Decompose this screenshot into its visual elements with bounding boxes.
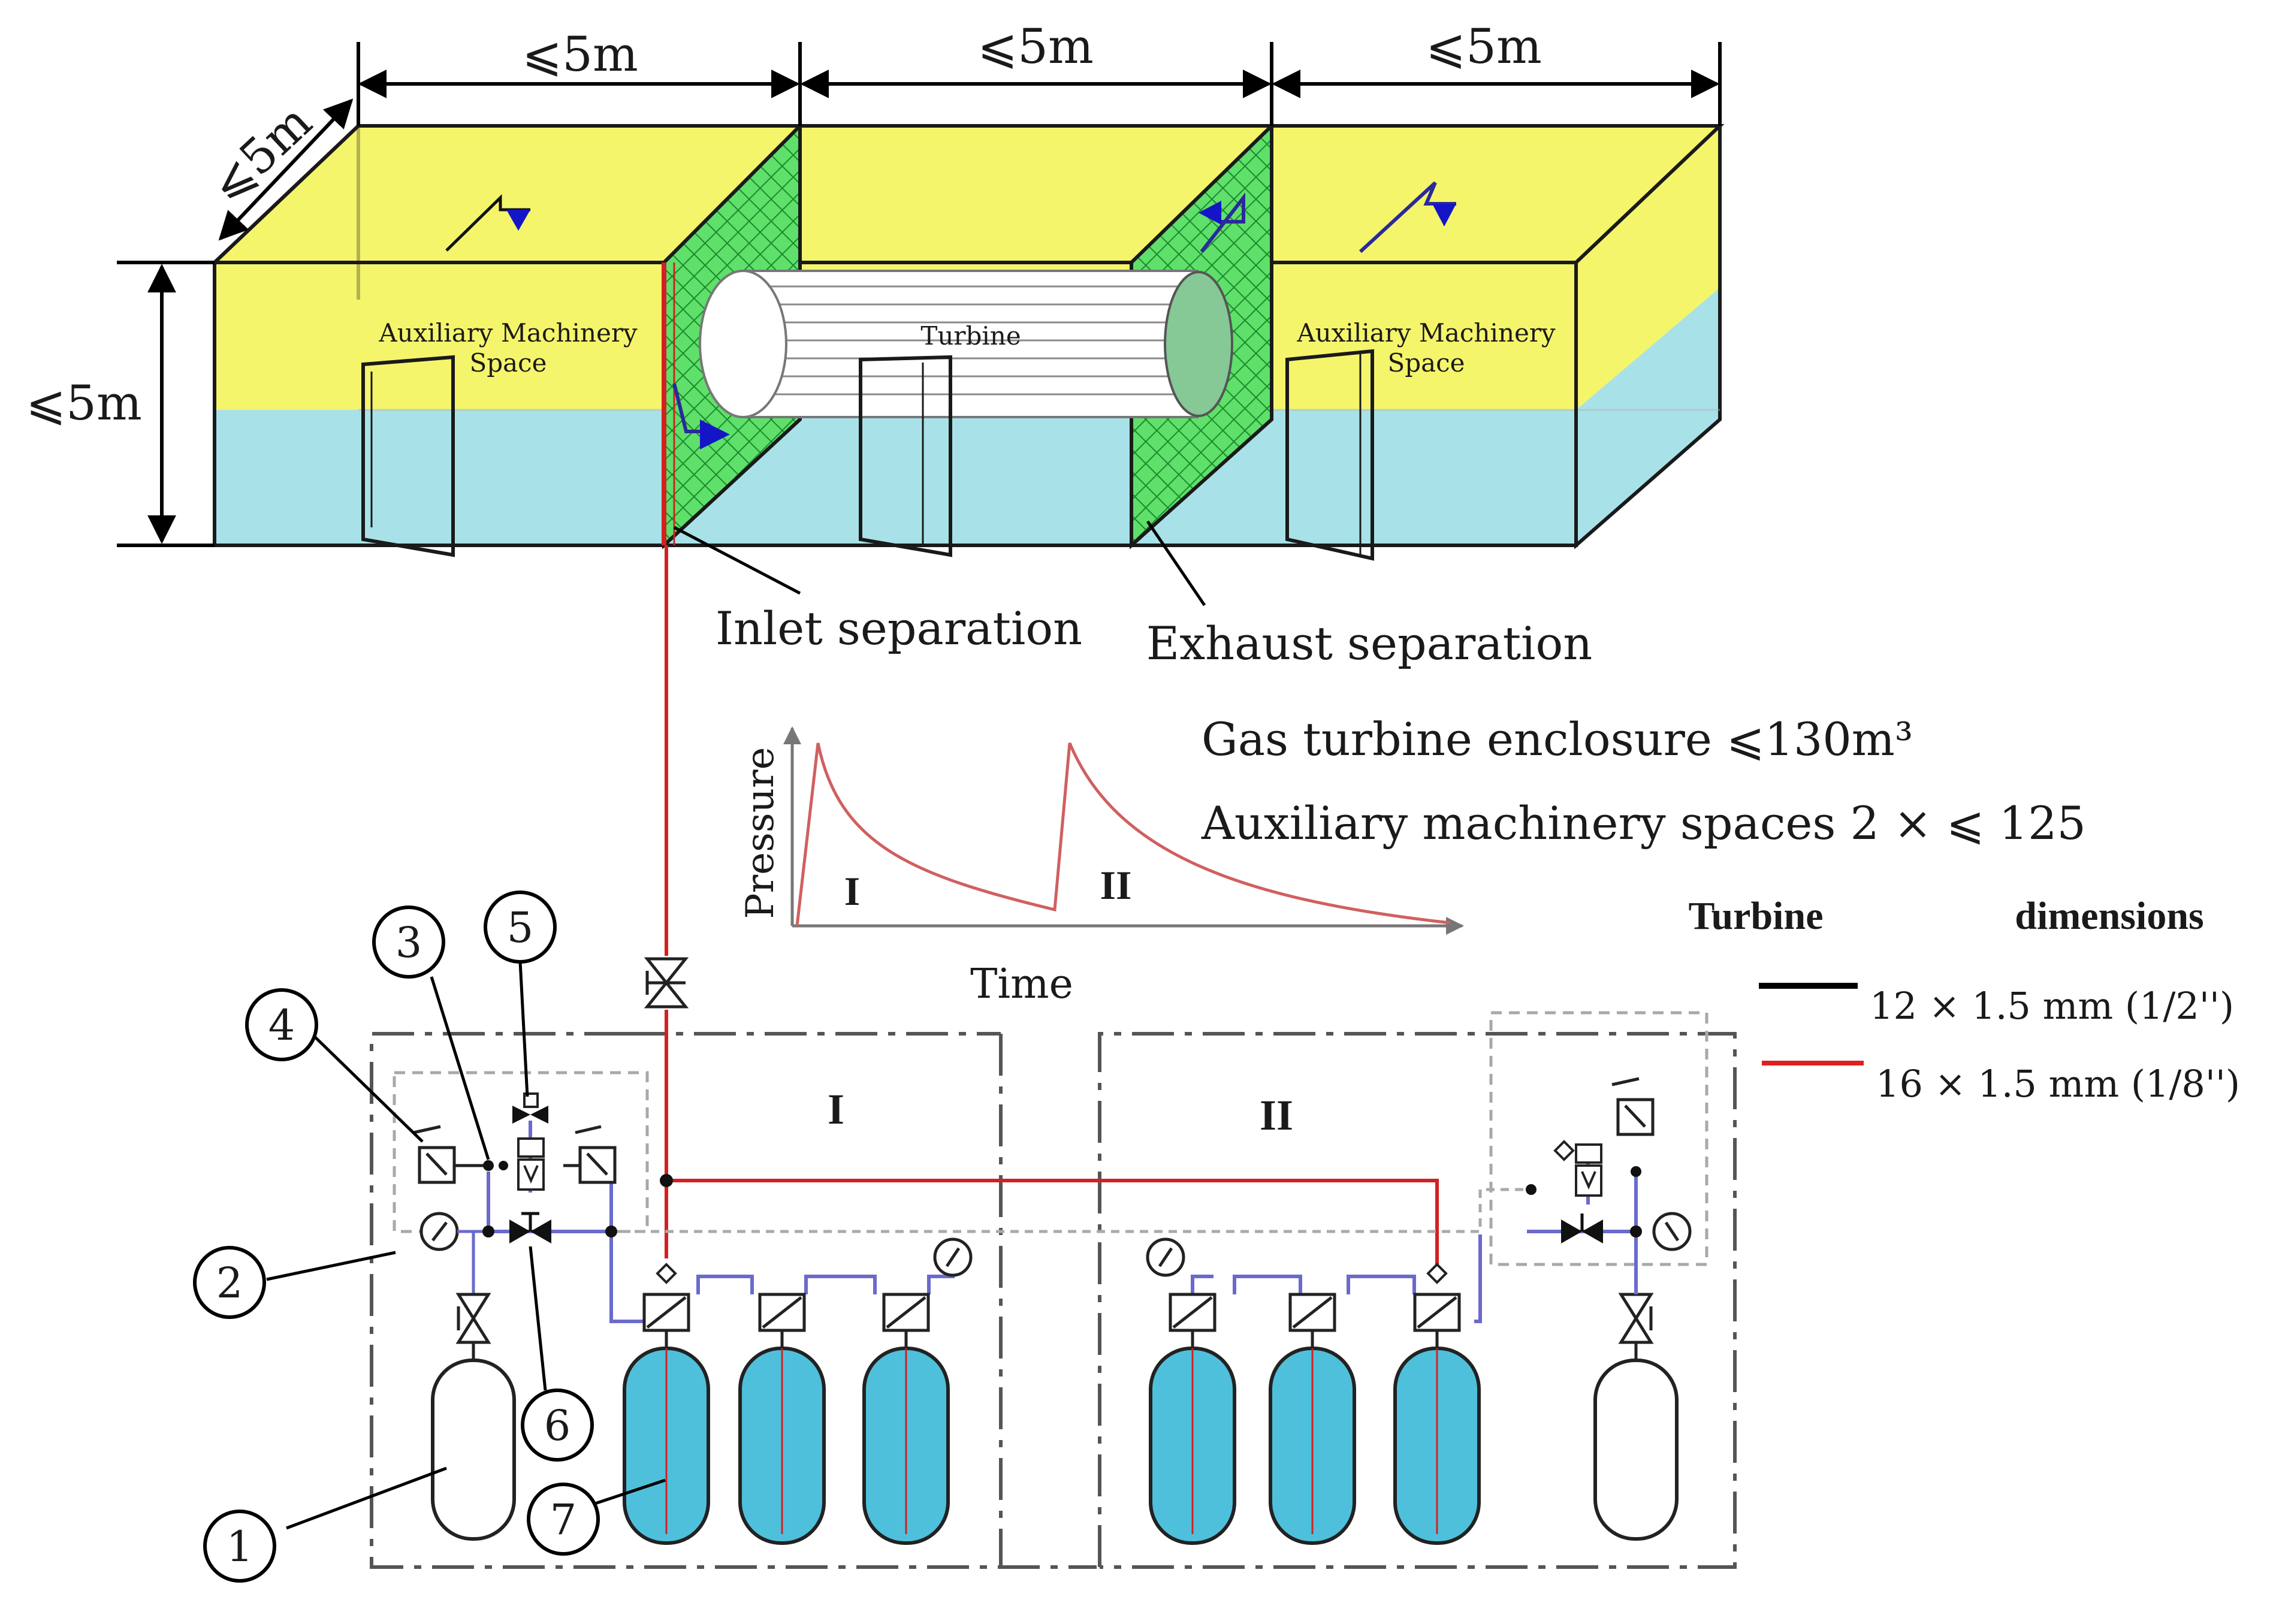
pressure-switch-icon xyxy=(563,1125,617,1184)
enclosure-front-lower xyxy=(215,410,1576,545)
door-center xyxy=(859,355,952,557)
callout-3-label: 3 xyxy=(396,918,422,967)
check-valve-icon xyxy=(1561,1214,1603,1243)
red-supply-pipe xyxy=(665,545,1439,1270)
callout-7-label: 7 xyxy=(550,1495,577,1544)
pilot-cylinder-left xyxy=(431,1231,516,1541)
manifold-right xyxy=(1191,1234,1482,1323)
main-valve-icon xyxy=(644,957,689,1009)
pressure-switch-icon xyxy=(413,1125,488,1184)
inlet-separation-label: Inlet separation xyxy=(716,602,1082,655)
zone-one-label: I xyxy=(828,1085,844,1133)
pressure-graph: Pressure Time I II xyxy=(738,726,1464,1008)
control-module-left xyxy=(393,1071,649,1233)
aux-space-label-right-2: Space xyxy=(1387,348,1465,378)
check-valve-icon xyxy=(509,1212,551,1243)
legend-red-label: 16 × 1.5 mm (1/8'') xyxy=(1876,1062,2240,1106)
dimension-width-3: ⩽5m xyxy=(1426,19,1542,74)
agent-cylinder xyxy=(1393,1263,1481,1545)
pressure-gauge-icon xyxy=(1146,1237,1185,1277)
aux-space-label-left-1: Auxiliary Machinery xyxy=(378,318,638,348)
pressure-axis-label: Pressure xyxy=(738,747,783,919)
solenoid-valve-icon xyxy=(512,1092,548,1124)
agent-cylinder xyxy=(738,1293,826,1545)
right-control-module xyxy=(1526,1077,1692,1294)
aux-space-label-left-2: Space xyxy=(469,348,547,378)
callout-6-label: 6 xyxy=(544,1401,571,1450)
turbine-cylinder xyxy=(699,270,1233,418)
legend-black-label: 12 × 1.5 mm (1/2'') xyxy=(1870,984,2234,1028)
regulator-icon xyxy=(1553,1140,1602,1197)
pressure-gauge-icon xyxy=(1652,1212,1692,1251)
callout-7 xyxy=(527,1483,600,1556)
callout-5-label: 5 xyxy=(507,903,534,952)
callout-2-label: 2 xyxy=(216,1258,243,1308)
pressure-gauge-icon xyxy=(419,1212,494,1251)
control-module-right xyxy=(1489,1011,1708,1266)
callout-1 xyxy=(203,1510,276,1583)
pressure-switch-icon xyxy=(1611,1077,1655,1136)
manifold-left xyxy=(609,1231,955,1323)
zone-two-boundary xyxy=(1098,1032,1737,1569)
enclosure-top-face xyxy=(210,124,1725,264)
callout-4 xyxy=(245,988,318,1061)
pilot-line xyxy=(521,1188,1525,1233)
dimension-height: ⩽5m xyxy=(26,375,142,431)
dimension-width-1: ⩽5m xyxy=(522,26,638,82)
zone-one-boundary xyxy=(370,1032,1097,1569)
door-right xyxy=(1285,349,1374,561)
dimension-width-2: ⩽5m xyxy=(977,19,1094,74)
pressure-gauge-icon xyxy=(933,1237,973,1277)
agent-cylinder xyxy=(623,1263,710,1545)
left-control-module xyxy=(413,1092,617,1251)
phase-two-label: II xyxy=(1100,862,1132,908)
gas-turbine-volume: Gas turbine enclosure ⩽130m³ xyxy=(1202,713,1913,766)
pilot-cylinder-right xyxy=(1593,1293,1679,1541)
regulator-icon xyxy=(517,1137,545,1191)
exhaust-separation-label: Exhaust separation xyxy=(1146,617,1592,670)
callout-2 xyxy=(193,1246,266,1319)
agent-cylinders-zone-one xyxy=(623,1237,973,1545)
time-axis-label: Time xyxy=(970,961,1073,1008)
pressure-curve xyxy=(795,742,1451,926)
callout-4-label: 4 xyxy=(268,1001,295,1050)
agent-cylinder xyxy=(1149,1293,1236,1545)
nozzle-icon xyxy=(445,194,530,252)
aux-spaces-volume: Auxiliary machinery spaces 2 × ⩽ 125 xyxy=(1201,796,2086,850)
door-left xyxy=(361,355,455,557)
agent-cylinder xyxy=(1269,1293,1356,1545)
phase-one-label: I xyxy=(844,868,860,914)
callout-3 xyxy=(372,905,445,979)
callout-1-label: 1 xyxy=(227,1522,253,1571)
agent-cylinder xyxy=(862,1293,950,1545)
turbine-enclosure: Auxiliary Machinery Space Turbine Auxili… xyxy=(210,121,1725,561)
pipe-legend: Turbine dimensions 12 × 1.5 mm (1/2'') 1… xyxy=(1688,894,2240,1106)
nozzle-icon xyxy=(672,383,730,449)
callout-5 xyxy=(484,891,557,964)
aux-space-label-right-1: Auxiliary Machinery xyxy=(1296,318,1556,348)
legend-col-turbine: Turbine xyxy=(1688,894,1823,938)
agent-cylinders-zone-two xyxy=(1146,1237,1481,1545)
nozzle-icon xyxy=(1359,181,1456,253)
callouts: 1 2 3 4 5 6 7 xyxy=(193,891,666,1583)
legend-col-dimensions: dimensions xyxy=(2015,894,2203,938)
turbine-label: Turbine xyxy=(920,321,1021,351)
nozzle-icon xyxy=(1199,192,1245,253)
callout-6 xyxy=(521,1388,594,1462)
zone-two-label: II xyxy=(1260,1091,1293,1139)
